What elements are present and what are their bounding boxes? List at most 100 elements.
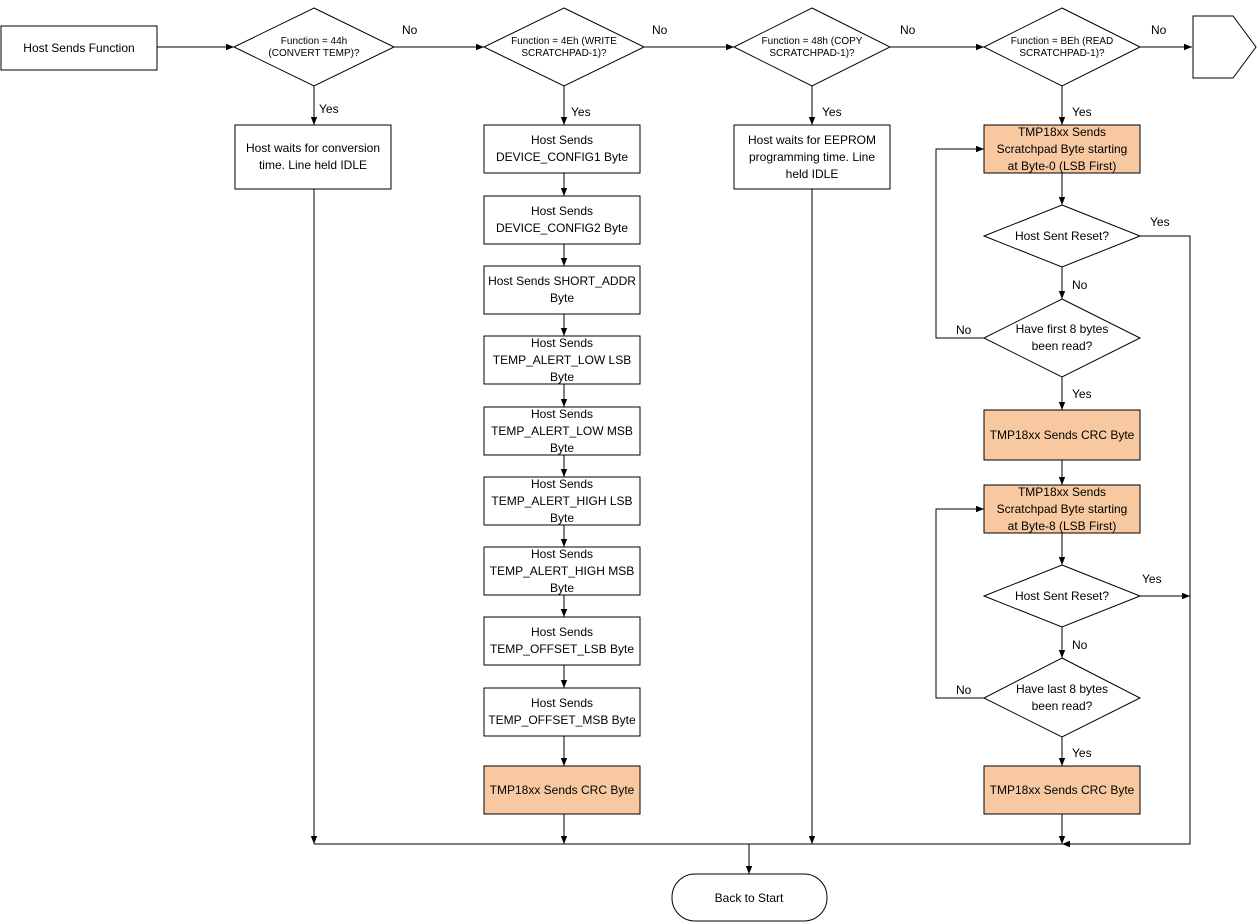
decision-reset-1-label-line-0: Host Sent Reset? — [1015, 229, 1109, 243]
box-wait-eeprom-label-line-0: Host waits for EEPROM — [748, 133, 876, 147]
decision-last-8-label-line-0: Have last 8 bytes — [1016, 682, 1108, 696]
box-offset-lsb — [483, 616, 641, 666]
box-wait-eeprom-label-line-1: programming time. Line — [749, 150, 875, 164]
decision-reset-2 — [982, 564, 1142, 628]
decision-write-scratchpad — [482, 7, 646, 87]
box-alert-high-msb-label-line-1: TEMP_ALERT_HIGH MSB — [490, 564, 634, 578]
decision-convert-temp-label-line-1: (CONVERT TEMP)? — [268, 48, 360, 59]
box-alert-low-msb — [483, 406, 641, 456]
box-device-config2-label-line-0: Host Sends — [531, 204, 593, 218]
box-write-crc — [483, 765, 641, 815]
box-wait-eeprom — [733, 124, 891, 190]
box-alert-high-msb-label-line-0: Host Sends — [531, 547, 593, 561]
decision-copy-scratchpad-label-line-1: SCRATCHPAD-1)? — [769, 48, 855, 59]
decision-reset-2-label-line-0: Host Sent Reset? — [1015, 589, 1109, 603]
box-alert-low-lsb-label-line-0: Host Sends — [531, 336, 593, 350]
decision-first-8-label-line-0: Have first 8 bytes — [1016, 322, 1109, 336]
box-alert-high-lsb-label-line-1: TEMP_ALERT_HIGH LSB — [491, 494, 632, 508]
box-wait-conversion-label: Host waits for conversion time. Line held… — [246, 141, 380, 172]
label-yes-reset1: Yes — [1150, 215, 1170, 229]
decision-read-scratchpad — [982, 7, 1142, 87]
label-no-last8: No — [956, 683, 972, 697]
label-no-d1: No — [402, 23, 418, 37]
box-alert-low-lsb-label-line-2: Byte — [550, 370, 574, 384]
start-box — [0, 25, 158, 71]
box-alert-low-lsb — [483, 335, 641, 385]
box-read-byte0-label-line-0: TMP18xx Sends — [1018, 125, 1106, 139]
decision-read-scratchpad-label-line-1: SCRATCHPAD-1)? — [1019, 48, 1105, 59]
box-read-crc-2-label-line-0: TMP18xx Sends CRC Byte — [990, 783, 1135, 797]
box-device-config1-label-line-1: DEVICE_CONFIG1 Byte — [496, 150, 628, 164]
box-read-byte8-label-line-2: at Byte-8 (LSB First) — [1008, 519, 1117, 533]
box-read-byte0-label-line-1: Scratchpad Byte starting — [997, 142, 1128, 156]
box-device-config1 — [483, 124, 641, 174]
box-read-byte0-label-line-2: at Byte-0 (LSB First) — [1008, 159, 1117, 173]
box-alert-high-lsb-label-line-2: Byte — [550, 511, 574, 525]
box-short-addr-label-line-1: Byte — [550, 291, 574, 305]
box-wait-eeprom-label-line-2: held IDLE — [786, 167, 839, 181]
decision-last-8 — [982, 657, 1142, 738]
box-offset-lsb-label-line-0: Host Sends — [531, 625, 593, 639]
branch-labels: No No No No Yes Yes Yes Yes Yes No No Ye… — [319, 23, 1170, 760]
end-terminator — [671, 873, 828, 922]
box-read-byte0 — [983, 124, 1141, 174]
box-write-crc-label-line-0: TMP18xx Sends CRC Byte — [490, 783, 635, 797]
connectors — [157, 43, 1192, 874]
label-yes-d3: Yes — [822, 105, 842, 119]
label-yes-d4: Yes — [1072, 105, 1092, 119]
decision-last-8-label-line-1: been read? — [1032, 699, 1093, 713]
end-label: Back to Start — [715, 891, 784, 905]
box-offset-msb-label-line-1: TEMP_OFFSET_MSB Byte — [488, 713, 636, 727]
decision-write-scratchpad-label-line-1: SCRATCHPAD-1)? — [521, 48, 607, 59]
label-no-first8: No — [956, 323, 972, 337]
box-wait-conversion — [234, 124, 392, 190]
decision-read-scratchpad-label-line-0: Function = BEh (READ — [1011, 36, 1114, 47]
decision-convert-temp-label-line-0: Function = 44h — [281, 36, 347, 47]
box-read-crc-1 — [983, 409, 1141, 461]
decision-reset-2-label: Host Sent Reset? — [1015, 589, 1109, 603]
box-wait-conversion-label-line-1: time. Line held IDLE — [259, 158, 367, 172]
label-no-reset1: No — [1072, 278, 1088, 292]
box-read-crc-1-label-line-0: TMP18xx Sends CRC Byte — [990, 428, 1135, 442]
box-alert-high-lsb-label-line-0: Host Sends — [531, 477, 593, 491]
decision-last-8-label: Have last 8 bytes been read? — [1016, 682, 1108, 713]
decision-copy-scratchpad-label-line-0: Function = 48h (COPY — [762, 36, 863, 47]
box-alert-high-msb-label-line-2: Byte — [550, 581, 574, 595]
label-no-d2: No — [652, 23, 668, 37]
box-short-addr — [483, 265, 641, 315]
decision-reset-1-label: Host Sent Reset? — [1015, 229, 1109, 243]
box-read-crc-1-label: TMP18xx Sends CRC Byte — [990, 428, 1135, 442]
decision-convert-temp-label: Function = 44h(CONVERT TEMP)? — [268, 36, 360, 59]
box-read-byte8 — [983, 484, 1141, 534]
box-offset-lsb-label-line-1: TEMP_OFFSET_LSB Byte — [490, 642, 634, 656]
label-yes-first8: Yes — [1072, 387, 1092, 401]
box-read-byte8-label-line-0: TMP18xx Sends — [1018, 485, 1106, 499]
box-read-crc-2-label: TMP18xx Sends CRC Byte — [990, 783, 1135, 797]
decision-copy-scratchpad — [732, 7, 892, 87]
box-short-addr-label-line-0: Host Sends SHORT_ADDR — [488, 274, 636, 288]
box-alert-low-msb-label-line-0: Host Sends — [531, 407, 593, 421]
box-offset-msb — [483, 687, 641, 737]
decision-reset-1 — [982, 204, 1142, 268]
label-yes-d1: Yes — [319, 102, 339, 116]
box-wait-eeprom-label: Host waits for EEPROM programming time. L… — [748, 133, 876, 181]
label-yes-reset2: Yes — [1142, 572, 1162, 586]
box-short-addr-label: Host Sends SHORT_ADDR Byte — [488, 274, 636, 305]
box-alert-low-msb-label-line-2: Byte — [550, 441, 574, 455]
label-yes-last8: Yes — [1072, 746, 1092, 760]
label-no-reset2: No — [1072, 638, 1088, 652]
box-offset-msb-label-line-0: Host Sends — [531, 696, 593, 710]
decision-first-8 — [982, 298, 1142, 378]
box-wait-conversion-label-line-0: Host waits for conversion — [246, 141, 380, 155]
